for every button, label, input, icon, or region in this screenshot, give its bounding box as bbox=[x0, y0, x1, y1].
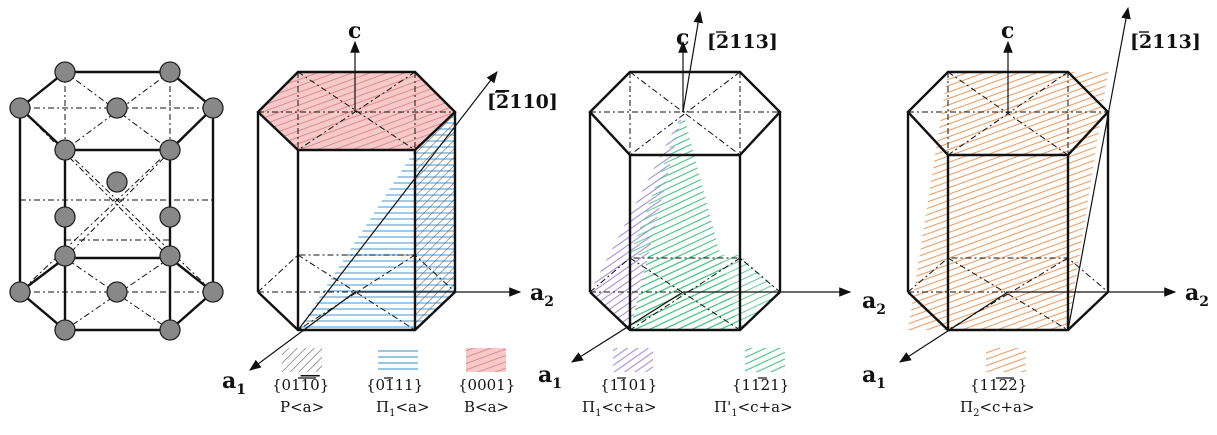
legend-system-pyramidal1: Π1<c+a> bbox=[582, 398, 657, 419]
legend-plane-pyramidal2: {1122} bbox=[970, 376, 1027, 394]
panel4-direction-label: [2113] bbox=[1130, 31, 1201, 53]
legend-system-pyramidal: Π1<a> bbox=[376, 398, 430, 419]
legend-plane-pyramidal1: {1101} bbox=[600, 376, 657, 394]
panel3-axis-c-label: c bbox=[676, 25, 689, 51]
legend-swatch-pyramidal2 bbox=[986, 348, 1026, 372]
panel2-direction-label: [2110] bbox=[487, 91, 558, 113]
legend-system-basal: B<a> bbox=[464, 398, 509, 416]
prismatic-plane-fill bbox=[415, 112, 455, 330]
panel4-axis-c-label: c bbox=[1001, 18, 1014, 44]
pyramidal2-panel bbox=[898, 6, 1177, 363]
pyramidal-c-a-panel bbox=[570, 10, 852, 363]
panel3-legend: {1101} Π1<c+a> {1121} Π'1<c+a> bbox=[582, 348, 793, 419]
panel2-axis-a1-label: a1 bbox=[222, 368, 246, 398]
legend-system-pyramidal2: Π2<c+a> bbox=[960, 398, 1035, 419]
panel2-axis-c-label: c bbox=[348, 18, 361, 44]
panel3-direction-label: [2113] bbox=[707, 31, 778, 53]
legend-plane-prismatic: {0110} bbox=[272, 376, 329, 394]
svg-text:[2113]: [2113] bbox=[1130, 31, 1201, 53]
panel2-axis-a2-label: a2 bbox=[530, 280, 554, 310]
legend-swatch-pyramidal1-prime bbox=[745, 348, 785, 372]
hcp-unit-cell-panel bbox=[9, 61, 224, 341]
legend-plane-basal: {0001} bbox=[458, 376, 515, 394]
svg-text:[2113]: [2113] bbox=[707, 31, 778, 53]
panel3-axis-a2-label: a2 bbox=[862, 288, 886, 318]
legend-swatch-basal bbox=[466, 348, 506, 372]
panel4-axis-a2-label: a2 bbox=[1185, 280, 1209, 310]
panel4-legend: {1122} Π2<c+a> bbox=[960, 348, 1035, 419]
legend-swatch-prismatic bbox=[282, 348, 322, 372]
legend-swatch-pyramidal bbox=[378, 348, 418, 372]
panel3-axis-a1-label: a1 bbox=[538, 362, 562, 392]
pyramidal1-plane-fill bbox=[590, 112, 683, 330]
basal-prismatic-panel bbox=[249, 40, 522, 371]
panel2-legend: {0110} P<a> {0111} Π1<a> {0001} B<a> bbox=[272, 348, 515, 419]
legend-plane-pyramidal: {0111} bbox=[366, 376, 423, 394]
pyramidal2-plane-fill bbox=[908, 72, 1108, 330]
panel4-axis-a1-label: a1 bbox=[862, 362, 886, 392]
svg-text:[2110]: [2110] bbox=[487, 91, 558, 113]
legend-system-prismatic: P<a> bbox=[280, 398, 324, 416]
legend-plane-pyramidal1-prime: {1121} bbox=[732, 376, 789, 394]
legend-swatch-pyramidal1 bbox=[613, 348, 653, 372]
legend-system-pyramidal1-prime: Π'1<c+a> bbox=[714, 398, 793, 419]
